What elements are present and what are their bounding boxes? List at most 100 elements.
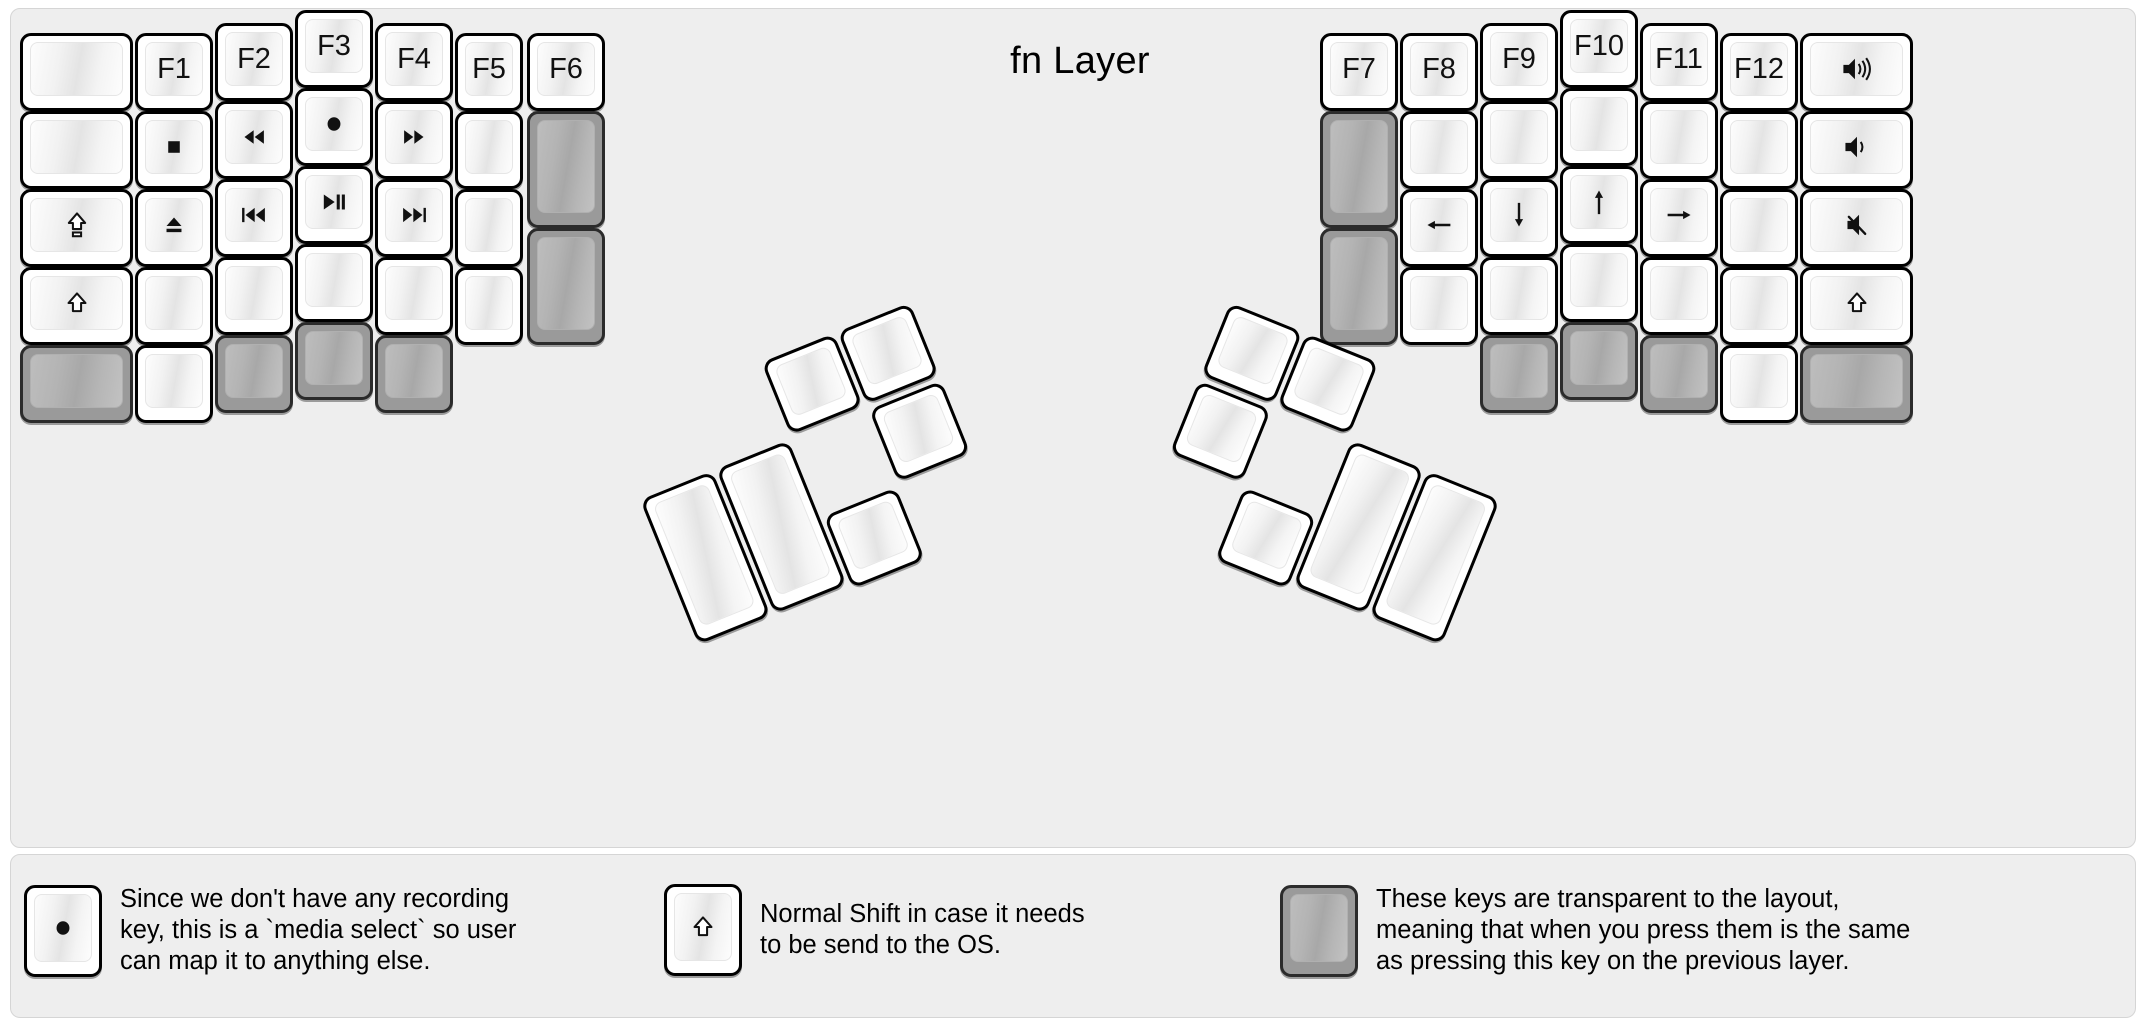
key-cap <box>537 237 595 330</box>
right-col-f10-key-5[interactable] <box>1560 322 1638 400</box>
left-col-f6-key-1[interactable]: F6 <box>527 33 605 111</box>
right-col-f10-key-1[interactable]: F10 <box>1560 10 1638 88</box>
left-col-f6-key-2[interactable] <box>527 111 605 228</box>
shift-arrow-icon <box>1840 286 1874 320</box>
legend-text-2: Normal Shift in case it needs to be send… <box>760 899 1085 959</box>
right-col-f7-key-3[interactable] <box>1320 228 1398 345</box>
right-col-f10-key-4[interactable] <box>1560 244 1638 322</box>
right-col-outer-right-key-5[interactable] <box>1800 345 1913 423</box>
left-col-outer-left-key-4[interactable] <box>20 267 133 345</box>
left-col-f4-key-2[interactable] <box>375 101 453 179</box>
left-col-f2-key-4[interactable] <box>215 257 293 335</box>
key-label: F1 <box>157 52 191 85</box>
media-previous-icon <box>237 198 271 232</box>
key-cap <box>385 344 443 398</box>
media-rewind-icon <box>237 120 271 154</box>
right-col-f11-key-1[interactable]: F11 <box>1640 23 1718 101</box>
key-cap <box>30 42 123 96</box>
left-col-f5-key-3[interactable] <box>455 189 523 267</box>
left-col-outer-left-key-5[interactable] <box>20 345 133 423</box>
right-col-f8-key-4[interactable] <box>1400 267 1478 345</box>
media-fast-forward-icon <box>397 120 431 154</box>
left-col-f2-key-2[interactable] <box>215 101 293 179</box>
left-col-f4-key-4[interactable] <box>375 257 453 335</box>
left-col-f1-key-5[interactable] <box>135 345 213 423</box>
left-col-f5-key-4[interactable] <box>455 267 523 345</box>
left-col-f4-key-3[interactable] <box>375 179 453 257</box>
right-col-f10-key-3[interactable] <box>1560 166 1638 244</box>
key-cap <box>1490 266 1548 320</box>
right-col-f7-key-1[interactable]: F7 <box>1320 33 1398 111</box>
key-cap <box>1215 314 1290 387</box>
key-label: F7 <box>1342 52 1376 85</box>
right-col-outer-right-key-4[interactable] <box>1800 267 1913 345</box>
right-col-outer-right-key-3[interactable] <box>1800 189 1913 267</box>
left-col-f3-key-5[interactable] <box>295 322 373 400</box>
right-col-f12-key-5[interactable] <box>1720 345 1798 423</box>
right-col-f12-key-1[interactable]: F12 <box>1720 33 1798 111</box>
right-col-f7-key-2[interactable] <box>1320 111 1398 228</box>
key-cap <box>836 499 911 572</box>
left-col-f1-key-3[interactable] <box>135 189 213 267</box>
left-col-f5-key-1[interactable]: F5 <box>455 33 523 111</box>
right-col-f8-key-1[interactable]: F8 <box>1400 33 1478 111</box>
right-col-f11-key-3[interactable] <box>1640 179 1718 257</box>
key-cap <box>1730 276 1788 330</box>
key-cap <box>225 266 283 320</box>
right-col-f10-key-2[interactable] <box>1560 88 1638 166</box>
left-col-f4-key-5[interactable] <box>375 335 453 413</box>
left-col-outer-left-key-1[interactable] <box>20 33 133 111</box>
right-col-f8-key-2[interactable] <box>1400 111 1478 189</box>
left-col-f3-key-3[interactable] <box>295 166 373 244</box>
key-cap <box>225 344 283 398</box>
left-col-f1-key-2[interactable] <box>135 111 213 189</box>
left-col-f2-key-1[interactable]: F2 <box>215 23 293 101</box>
key-cap <box>1410 120 1468 174</box>
right-col-f9-key-3[interactable] <box>1480 179 1558 257</box>
left-col-f3-key-2[interactable] <box>295 88 373 166</box>
left-col-f6-key-3[interactable] <box>527 228 605 345</box>
key-cap <box>305 97 363 151</box>
left-col-f2-key-5[interactable] <box>215 335 293 413</box>
key-cap <box>537 120 595 213</box>
right-col-f12-key-3[interactable] <box>1720 189 1798 267</box>
key-cap <box>1410 198 1468 252</box>
arrow-up-icon <box>1582 185 1616 219</box>
key-cap <box>30 276 123 330</box>
key-cap <box>385 188 443 242</box>
left-col-f3-key-4[interactable] <box>295 244 373 322</box>
right-col-f9-key-4[interactable] <box>1480 257 1558 335</box>
key-cap <box>1650 188 1708 242</box>
right-col-f9-key-1[interactable]: F9 <box>1480 23 1558 101</box>
key-label: F11 <box>1655 42 1703 75</box>
key-label: F2 <box>237 42 271 75</box>
left-col-f1-key-1[interactable]: F1 <box>135 33 213 111</box>
right-col-f9-key-5[interactable] <box>1480 335 1558 413</box>
key-cap <box>145 276 203 330</box>
left-col-f5-key-2[interactable] <box>455 111 523 189</box>
left-col-f4-key-1[interactable]: F4 <box>375 23 453 101</box>
right-col-f12-key-4[interactable] <box>1720 267 1798 345</box>
key-cap <box>1292 345 1367 418</box>
left-col-f3-key-1[interactable]: F3 <box>295 10 373 88</box>
left-col-outer-left-key-2[interactable] <box>20 111 133 189</box>
key-label: F6 <box>549 52 583 85</box>
right-col-f11-key-4[interactable] <box>1640 257 1718 335</box>
right-col-outer-right-key-1[interactable] <box>1800 33 1913 111</box>
key-cap: F9 <box>1490 32 1548 86</box>
right-col-outer-right-key-2[interactable] <box>1800 111 1913 189</box>
key-cap <box>30 120 123 174</box>
shift-arrow-icon <box>686 910 720 944</box>
right-col-f8-key-3[interactable] <box>1400 189 1478 267</box>
media-next-icon <box>397 198 431 232</box>
left-col-outer-left-key-3[interactable] <box>20 189 133 267</box>
right-col-f12-key-2[interactable] <box>1720 111 1798 189</box>
left-col-f1-key-4[interactable] <box>135 267 213 345</box>
right-col-f11-key-5[interactable] <box>1640 335 1718 413</box>
left-col-f2-key-3[interactable] <box>215 179 293 257</box>
key-cap <box>305 253 363 307</box>
key-cap <box>1330 237 1388 330</box>
right-col-f11-key-2[interactable] <box>1640 101 1718 179</box>
right-col-f9-key-2[interactable] <box>1480 101 1558 179</box>
key-cap <box>1570 253 1628 307</box>
